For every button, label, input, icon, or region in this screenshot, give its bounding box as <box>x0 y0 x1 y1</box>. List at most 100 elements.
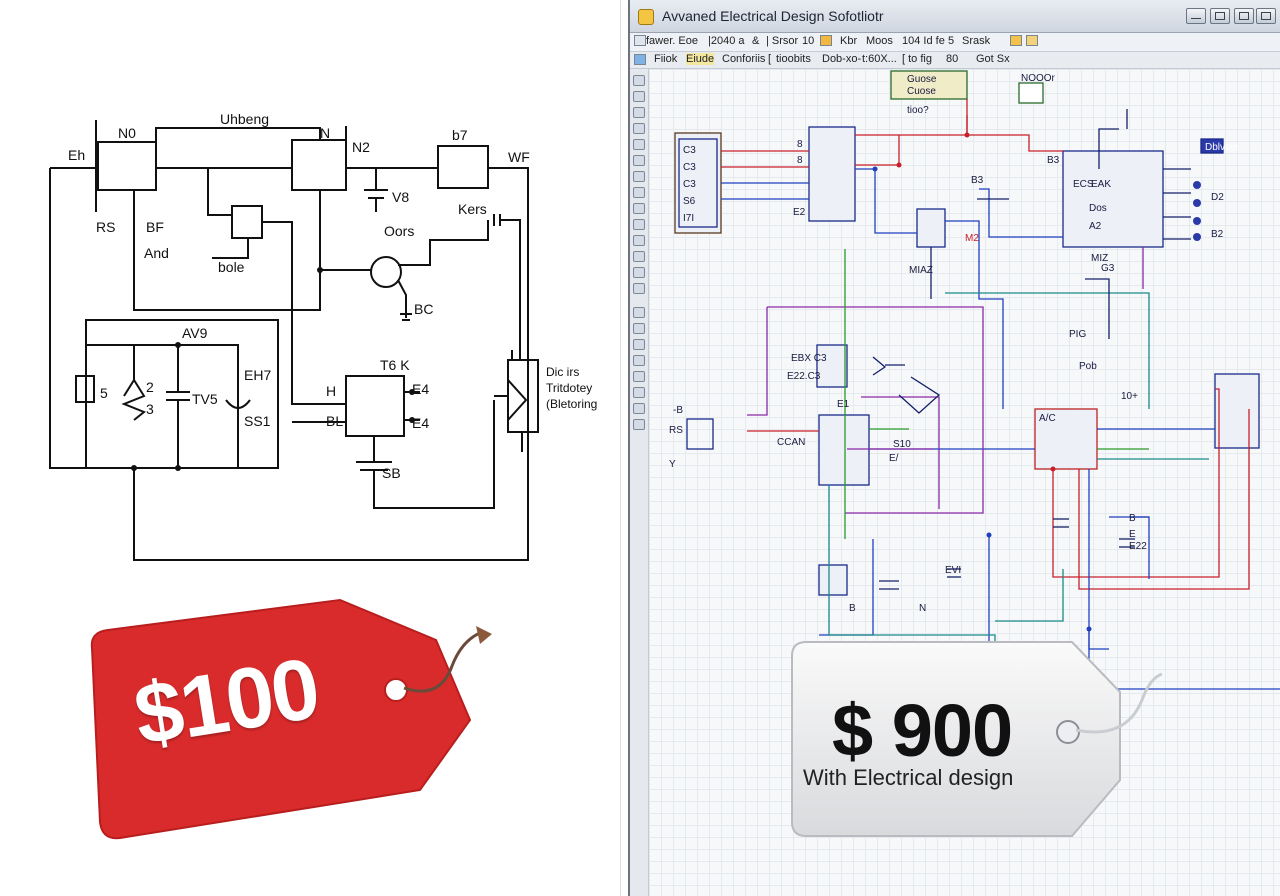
menu-item-id[interactable]: 104 Id fe <box>902 35 945 47</box>
delete-tool-icon[interactable] <box>633 419 645 430</box>
canvas-label: 10+ <box>1121 391 1138 402</box>
canvas-label: MIZ <box>1091 253 1108 264</box>
maximize-button[interactable] <box>1234 8 1254 24</box>
canvas-label: EVI <box>945 565 961 576</box>
menu-item-amp[interactable]: & <box>752 35 760 47</box>
canvas-label: E1 <box>837 399 850 410</box>
schematic-label: EH7 <box>244 367 271 383</box>
canvas-label: A2 <box>1089 221 1102 232</box>
schematic-label: T6 K <box>380 357 410 373</box>
panel-divider <box>620 0 629 896</box>
tool-fig[interactable]: [ to fig <box>902 53 932 65</box>
restore-button[interactable] <box>1210 8 1230 24</box>
schematic-label: 3 <box>146 401 154 417</box>
diode-tool-icon[interactable] <box>633 155 645 166</box>
select-tool-icon[interactable] <box>633 75 645 86</box>
grey-price-tag <box>791 641 1163 837</box>
bus-tool-icon[interactable] <box>633 371 645 382</box>
canvas-label: S10 <box>893 439 911 450</box>
tool-got[interactable]: Got Sx <box>976 53 1010 65</box>
canvas-label: E22.C3 <box>787 371 821 382</box>
tool-zoom[interactable]: t:60X... <box>862 53 897 65</box>
menu-item-file[interactable]: fawer. Eoe <box>646 35 698 47</box>
canvas-label: CCAN <box>777 437 805 448</box>
wire-tool-icon[interactable] <box>633 91 645 102</box>
zoom-out-tool-icon[interactable] <box>633 323 645 334</box>
edit-icon[interactable] <box>1026 35 1038 46</box>
schematic-label: N <box>320 125 330 141</box>
schematic-label: bole <box>218 259 245 275</box>
measure-tool-icon[interactable] <box>633 283 645 294</box>
window-title: Avvaned Electrical Design Sofotliotr <box>662 8 884 24</box>
tool-80[interactable]: 80 <box>946 53 959 65</box>
tool-conforiis[interactable]: Conforiis <box>722 53 766 65</box>
tool-dob[interactable]: Dob-xo- <box>822 53 862 65</box>
zoom-in-tool-icon[interactable] <box>633 307 645 318</box>
menu-item-size[interactable]: |2040 a <box>708 35 745 47</box>
pointer-icon[interactable] <box>634 54 646 65</box>
menu-bar: fawer. Eoe |2040 a & | Srsor 10 Kbr Moos… <box>630 33 1280 52</box>
canvas-label: Dos <box>1089 203 1107 214</box>
schematic-label: N0 <box>118 125 136 141</box>
ic-tool-icon[interactable] <box>633 219 645 230</box>
canvas-label: Guose <box>907 74 937 85</box>
schematic-label: (Bletoring <box>546 397 597 411</box>
canvas-label: Cuose <box>907 86 936 97</box>
transistor-tool-icon[interactable] <box>633 171 645 182</box>
schematic-label: b7 <box>452 127 468 143</box>
schematic-label: SS1 <box>244 413 271 429</box>
canvas-label: M2 <box>965 233 979 244</box>
close-button[interactable] <box>1256 8 1276 24</box>
menu-item-kbr[interactable]: Kbr <box>840 35 858 47</box>
grey-tag-price: $ 900 <box>832 689 1013 772</box>
folder-icon[interactable] <box>820 35 832 46</box>
canvas-label: E/ <box>889 453 899 464</box>
canvas-label: E2 <box>793 207 806 218</box>
ground-tool-icon[interactable] <box>633 187 645 198</box>
canvas-label: PIG <box>1069 329 1086 340</box>
resistor-tool-icon[interactable] <box>633 107 645 118</box>
canvas-label: B3 <box>971 175 984 186</box>
schematic-label: RS <box>96 219 115 235</box>
canvas-label: E <box>1129 529 1136 540</box>
canvas-label: tioo? <box>907 105 929 116</box>
canvas-label: N <box>919 603 926 614</box>
mirror-tool-icon[interactable] <box>633 355 645 366</box>
schematic-label: AV9 <box>182 325 208 341</box>
schematic-label: Kers <box>458 201 487 217</box>
left-schematic-panel: Eh N0 RS BF And Uhbeng bole N N2 V8 Oors… <box>0 0 620 896</box>
tool-palette <box>630 69 649 896</box>
minimize-button[interactable] <box>1186 8 1206 24</box>
menu-item-moos[interactable]: Moos <box>866 35 893 47</box>
netlabel-tool-icon[interactable] <box>633 403 645 414</box>
rotate-tool-icon[interactable] <box>633 339 645 350</box>
probe-tool-icon[interactable] <box>633 267 645 278</box>
tool-eiude[interactable]: Eiude <box>686 53 715 65</box>
text-tool-icon[interactable] <box>633 251 645 262</box>
junction-tool-icon[interactable] <box>633 387 645 398</box>
capacitor-tool-icon[interactable] <box>633 123 645 134</box>
canvas-label: E22 <box>1129 541 1147 552</box>
tool-fiiok[interactable]: Fiiok <box>654 53 678 65</box>
tool-bracket[interactable]: [ <box>768 53 772 65</box>
canvas-label: C3 <box>683 162 696 173</box>
menu-item-sensor[interactable]: | Srsor <box>766 35 799 47</box>
inductor-tool-icon[interactable] <box>633 139 645 150</box>
tool-tioobits[interactable]: tioobits <box>776 53 811 65</box>
canvas-label: Y <box>669 459 676 470</box>
menu-toggle-icon[interactable] <box>634 35 646 46</box>
canvas-label: A/C <box>1039 413 1056 424</box>
menu-item-srask[interactable]: Srask <box>962 35 991 47</box>
schematic-label: N2 <box>352 139 370 155</box>
label-tool-icon[interactable] <box>633 235 645 246</box>
power-tool-icon[interactable] <box>633 203 645 214</box>
schematic-label: Uhbeng <box>220 111 269 127</box>
grey-tag-caption: With Electrical design <box>803 765 1014 790</box>
menu-item-10[interactable]: 10 <box>802 35 815 47</box>
canvas-label: 8 <box>797 155 803 166</box>
title-bar[interactable]: Avvaned Electrical Design Sofotliotr <box>630 0 1280 33</box>
menu-item-5[interactable]: 5 <box>948 35 955 47</box>
canvas-label: G3 <box>1101 263 1115 274</box>
warning-icon[interactable] <box>1010 35 1022 46</box>
canvas-label: RS <box>669 425 683 436</box>
